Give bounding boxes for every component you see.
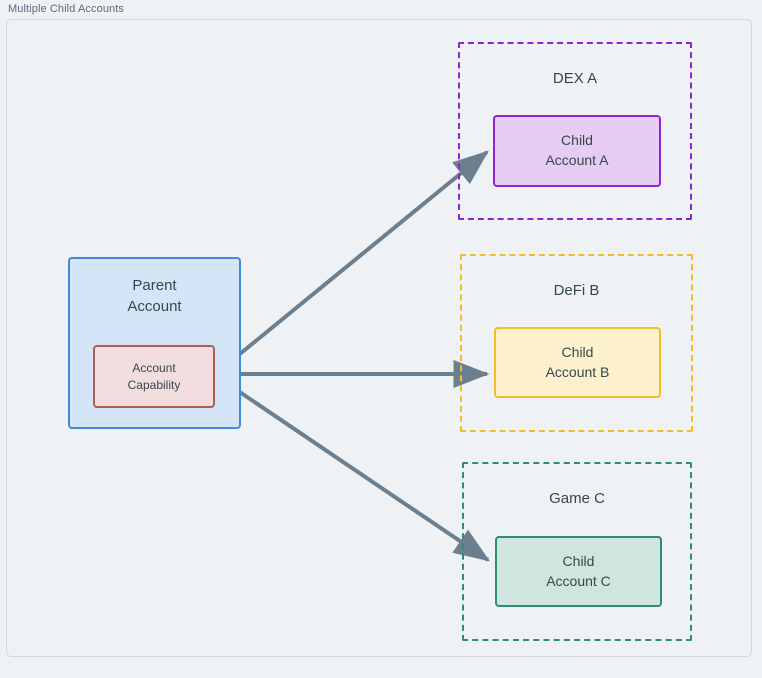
account-capability-node[interactable]: Account Capability [93, 345, 215, 408]
parent-account-label-line2: Account [127, 297, 182, 315]
child-account-b-label-line2: Account B [545, 363, 610, 380]
child-account-a-label-line2: Account A [545, 152, 609, 168]
group-dex-a[interactable]: DEX A [458, 42, 692, 220]
page-title: Multiple Child Accounts [8, 3, 125, 15]
child-account-c-node[interactable]: Child Account C [495, 536, 662, 607]
group-dex-a-label: DEX A [552, 70, 598, 87]
child-account-c-label-line2: Account C [546, 572, 611, 589]
child-account-b-label-line1: Child [561, 343, 594, 360]
group-defi-b-label: DeFi B [553, 282, 600, 299]
group-game-c-label: Game C [549, 490, 605, 507]
child-account-a-label-line1: Child [561, 132, 593, 149]
account-capability-label-line1: Account [132, 360, 176, 375]
parent-account-label-line1: Parent [132, 277, 177, 294]
group-defi-b[interactable]: DeFi B [460, 254, 693, 432]
account-capability-label-line2: Capability [127, 377, 181, 392]
child-account-c-label-line1: Child [562, 552, 595, 569]
group-game-c[interactable]: Game C [462, 462, 692, 641]
child-account-a-node[interactable]: Child Account A [493, 115, 661, 187]
child-account-b-node[interactable]: Child Account B [494, 327, 661, 398]
